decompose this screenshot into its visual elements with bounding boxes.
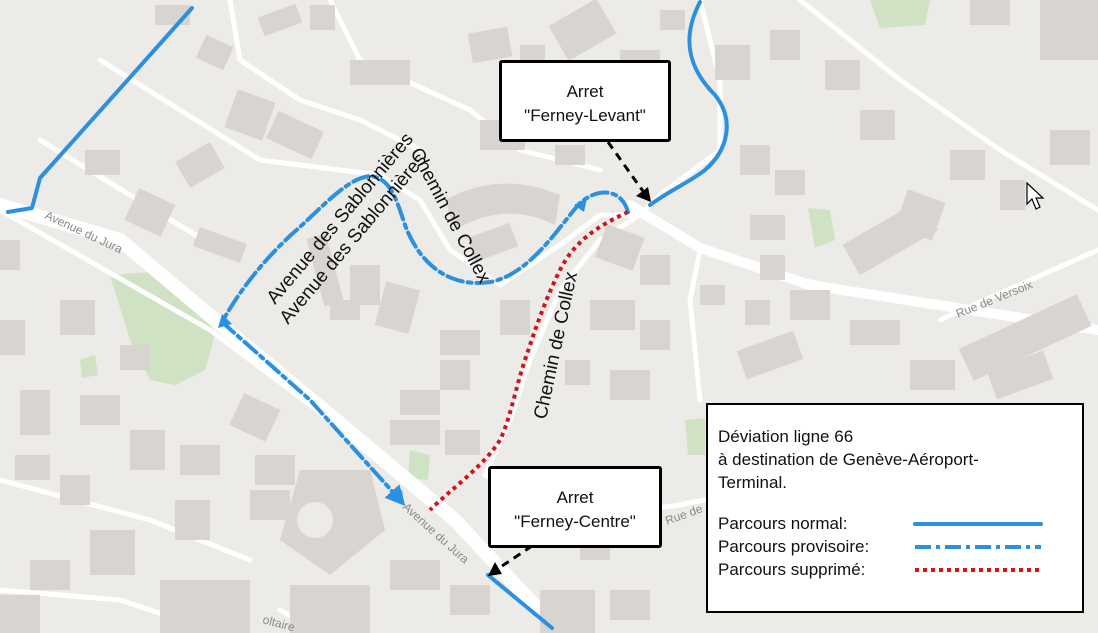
stop-callout-ferney-levant: Arret "Ferney-Levant" bbox=[499, 60, 671, 142]
stop-callout-ferney-centre: Arret "Ferney-Centre" bbox=[488, 466, 662, 548]
legend-swatch-normal bbox=[913, 522, 1043, 526]
legend-description: Déviation ligne 66 à destination de Genè… bbox=[718, 425, 1072, 494]
stop-levant-line2: "Ferney-Levant" bbox=[524, 106, 646, 125]
levant-pointer bbox=[606, 141, 647, 195]
route-normal-east bbox=[648, 0, 729, 207]
stop-centre-line1: Arret bbox=[556, 488, 594, 507]
mouse-cursor-icon bbox=[1026, 182, 1045, 210]
route-normal bbox=[6, 0, 729, 630]
street-label-voltaire: oltaire bbox=[261, 612, 297, 633]
legend-provisoire-label: Parcours provisoire: bbox=[718, 537, 870, 556]
road-name-sablonnieres-west-1: Avenue des Sablonnières bbox=[263, 129, 418, 308]
levant-pointer-head bbox=[636, 187, 651, 202]
legend-normal-label: Parcours normal: bbox=[718, 514, 848, 533]
provisional-arrow-head-2 bbox=[218, 314, 232, 328]
legend-row-normal: Parcours normal: bbox=[718, 512, 1072, 535]
legend-description-line-1: Déviation ligne 66 bbox=[718, 427, 854, 446]
legend-swatch-supprime bbox=[915, 568, 1041, 572]
park bbox=[408, 450, 430, 480]
legend-swatch-provisoire bbox=[915, 545, 1041, 549]
park bbox=[870, 0, 930, 28]
legend-description-line-2: à destination de Genève-Aéroport- bbox=[718, 450, 979, 469]
park bbox=[80, 355, 98, 378]
provisional-arrow-head-3 bbox=[392, 490, 404, 505]
legend-supprime-label: Parcours supprimé: bbox=[718, 560, 866, 579]
courtyard bbox=[297, 502, 333, 538]
provisional-arrow-head-1 bbox=[574, 198, 587, 212]
park bbox=[685, 418, 705, 455]
legend-row-provisoire: Parcours provisoire: bbox=[718, 535, 1072, 558]
legend-row-supprime: Parcours supprimé: bbox=[718, 558, 1072, 581]
stop-centre-line2: "Ferney-Centre" bbox=[514, 512, 636, 531]
park bbox=[808, 208, 835, 248]
route-provisional-jura bbox=[220, 320, 406, 506]
route-normal-west bbox=[6, 6, 194, 214]
centre-pointer-head bbox=[488, 562, 502, 576]
route-normal-south bbox=[486, 573, 554, 630]
legend-box: Déviation ligne 66 à destination de Genè… bbox=[706, 403, 1084, 613]
legend-description-line-3: Terminal. bbox=[718, 473, 787, 492]
route-removed bbox=[428, 210, 629, 512]
stop-levant-line1: Arret bbox=[566, 82, 604, 101]
centre-pointer bbox=[495, 544, 533, 572]
